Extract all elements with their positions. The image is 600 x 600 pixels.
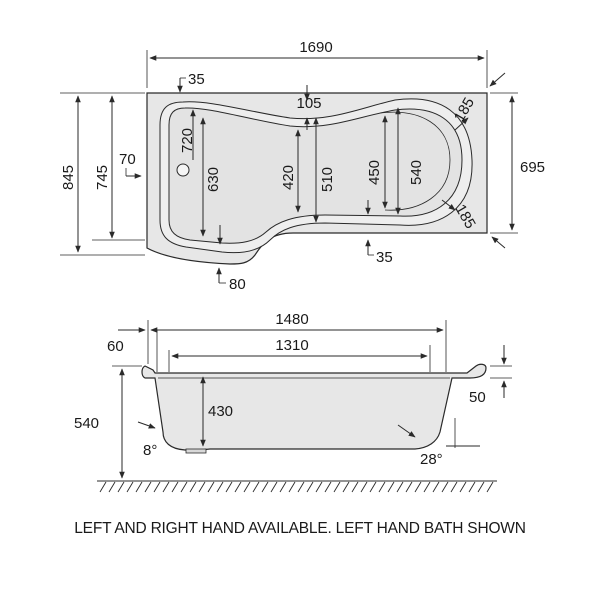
dim-35-bottom: 35 <box>376 249 393 266</box>
floor-hatch-mark <box>162 481 170 493</box>
plan-view: 1690 35 105 185 185 845 745 70 720 6 <box>60 39 545 293</box>
floor-hatch-mark <box>99 481 107 493</box>
floor-hatch-mark <box>216 481 224 493</box>
dim-430: 430 <box>208 403 233 420</box>
dim-105: 105 <box>296 95 321 112</box>
floor-hatch-mark <box>351 481 359 493</box>
floor-hatch-mark <box>423 481 431 493</box>
floor-hatch-mark <box>315 481 323 493</box>
floor-hatch-mark <box>225 481 233 493</box>
floor-hatch-mark <box>180 481 188 493</box>
floor-hatch-mark <box>477 481 485 493</box>
dim-420: 420 <box>280 165 297 190</box>
dim-70: 70 <box>119 151 136 168</box>
dim-630: 630 <box>205 167 222 192</box>
floor-hatch-mark <box>270 481 278 493</box>
dim-540-height: 540 <box>74 415 99 432</box>
floor-hatch-mark <box>135 481 143 493</box>
floor-hatch-mark <box>153 481 161 493</box>
waste-outlet <box>176 163 190 177</box>
floor-hatch-mark <box>189 481 197 493</box>
floor-hatch-mark <box>171 481 179 493</box>
dim-540: 540 <box>408 160 425 185</box>
floor-hatch-mark <box>333 481 341 493</box>
floor-hatch-mark <box>468 481 476 493</box>
floor-hatch-mark <box>198 481 206 493</box>
plan-bowl-contour <box>379 111 451 211</box>
floor-hatch-mark <box>126 481 134 493</box>
floor-hatch-mark <box>117 481 125 493</box>
floor-hatch-mark <box>261 481 269 493</box>
caption: LEFT AND RIGHT HAND AVAILABLE. LEFT HAND… <box>74 520 526 537</box>
dim-60: 60 <box>107 338 124 355</box>
floor-hatch-mark <box>486 481 494 493</box>
floor-hatch-mark <box>243 481 251 493</box>
dim-50: 50 <box>469 389 486 406</box>
dim-845: 845 <box>60 165 77 190</box>
floor-hatch-mark <box>450 481 458 493</box>
floor-hatch-mark <box>441 481 449 493</box>
dim-35-top: 35 <box>188 71 205 88</box>
floor-hatch-mark <box>234 481 242 493</box>
floor-hatch-mark <box>207 481 215 493</box>
floor-hatch-mark <box>432 481 440 493</box>
floor-hatch-mark <box>342 481 350 493</box>
dim-1310: 1310 <box>275 337 308 354</box>
dim-1690: 1690 <box>299 39 332 56</box>
side-view: 1480 60 1310 540 430 50 8° 28° <box>74 311 512 493</box>
dim-80: 80 <box>229 276 246 293</box>
dim-angle-28: 28° <box>420 451 443 468</box>
dim-450: 450 <box>366 160 383 185</box>
floor-hatch-mark <box>252 481 260 493</box>
dim-745: 745 <box>94 165 111 190</box>
floor-hatch-mark <box>306 481 314 493</box>
floor-hatch-mark <box>297 481 305 493</box>
floor-hatch-mark <box>387 481 395 493</box>
floor-hatch-mark <box>459 481 467 493</box>
side-bath-profile <box>141 363 487 451</box>
floor-hatch-mark <box>108 481 116 493</box>
side-foot <box>185 448 207 454</box>
dim-695: 695 <box>520 159 545 176</box>
dim-720: 720 <box>179 128 196 153</box>
floor-hatch-mark <box>405 481 413 493</box>
floor-hatch-mark <box>396 481 404 493</box>
floor-hatch-mark <box>288 481 296 493</box>
floor-hatch-mark <box>360 481 368 493</box>
floor-hatch-mark <box>378 481 386 493</box>
floor-hatch-mark <box>144 481 152 493</box>
floor-hatch-mark <box>279 481 287 493</box>
floor-hatch-mark <box>324 481 332 493</box>
dim-1480: 1480 <box>275 311 308 328</box>
dim-510: 510 <box>319 167 336 192</box>
floor-hatching <box>99 481 494 493</box>
floor-hatch-mark <box>369 481 377 493</box>
floor-hatch-mark <box>414 481 422 493</box>
dim-angle-8: 8° <box>143 442 157 459</box>
